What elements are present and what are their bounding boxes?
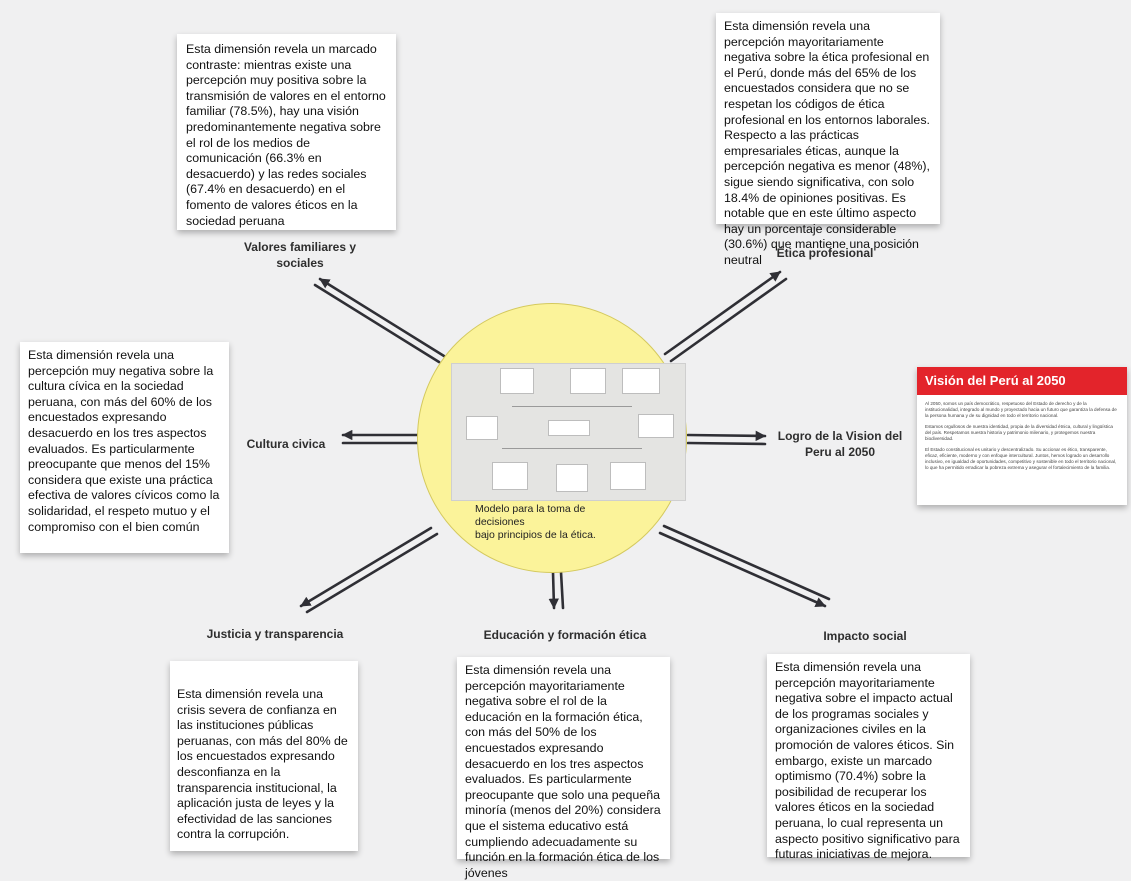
note-etica-profesional: Esta dimensión revela una percepción may… — [716, 13, 940, 267]
vision-paragraph: El Estado constitucional es unitario y d… — [925, 447, 1117, 470]
arrow-educacion — [548, 570, 565, 610]
arrow-logro-vision — [686, 430, 767, 446]
vision-body: Al 2050, somos un país democrático, resp… — [917, 395, 1127, 482]
note-valores-familiares: Esta dimensión revela un marcado contras… — [177, 34, 396, 230]
vision-title: Visión del Perú al 2050 — [917, 367, 1127, 395]
label-educacion: Educación y formación ética — [483, 628, 647, 642]
label-justicia: Justicia y transparencia — [206, 627, 344, 641]
label-impacto: Impacto social — [823, 629, 907, 643]
vision-paragraph: Al 2050, somos un país democrático, resp… — [925, 401, 1117, 418]
label-etica-profesional: Ética profesional — [776, 246, 874, 260]
arrow-etica-profesional — [663, 270, 788, 363]
vision-paragraph: Estamos orgullosos de nuestra identidad,… — [925, 424, 1113, 441]
arrow-justicia — [299, 526, 439, 614]
arrow-cultura-civica — [341, 429, 420, 445]
note-cultura-civica: Esta dimensión revela una percepción muy… — [20, 342, 229, 553]
model-thumbnail — [451, 363, 686, 501]
label-valores-familiares: Valores familiares y sociales — [243, 240, 357, 270]
arrow-valores-familiares — [313, 277, 446, 364]
note-justicia: Esta dimensión revela una crisis severa … — [170, 661, 358, 851]
label-cultura-civica: Cultura civica — [246, 437, 326, 451]
note-educacion: Esta dimensión revela una percepción may… — [457, 657, 670, 880]
label-logro-vision: Logro de la Vision del Peru al 2050 — [777, 429, 903, 459]
note-impacto: Esta dimensión revela una percepción may… — [767, 654, 970, 861]
arrow-impacto — [658, 524, 831, 608]
vision-card: Visión del Perú al 2050 Al 2050, somos u… — [917, 367, 1127, 505]
center-caption: Modelo para la toma de decisiones bajo p… — [475, 503, 596, 541]
